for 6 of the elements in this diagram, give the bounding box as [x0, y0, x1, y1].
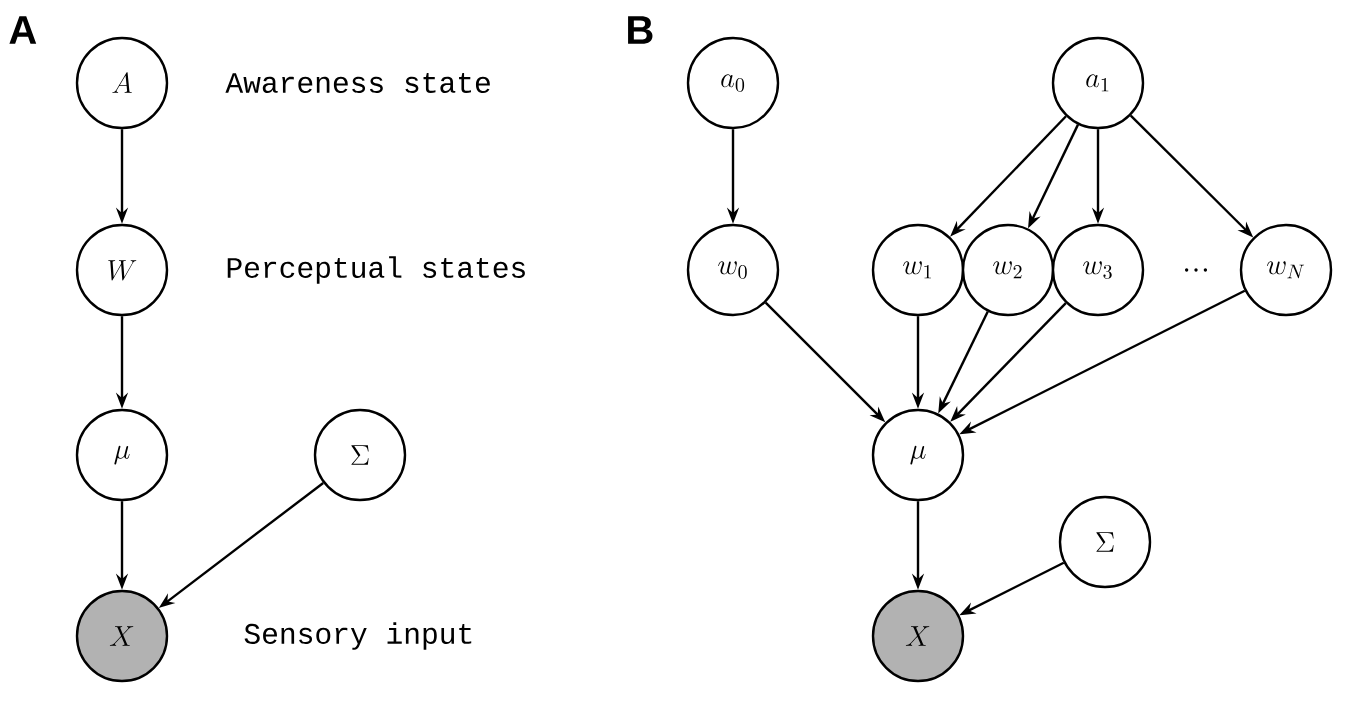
- panel-letter: B: [628, 16, 653, 44]
- node-caption: Perceptual states: [227, 256, 525, 284]
- ellipsis: …: [1185, 268, 1208, 272]
- node-caption: Sensory input: [244, 622, 472, 650]
- node-caption: Awareness state: [225, 73, 490, 93]
- panel-letter: A: [9, 16, 37, 44]
